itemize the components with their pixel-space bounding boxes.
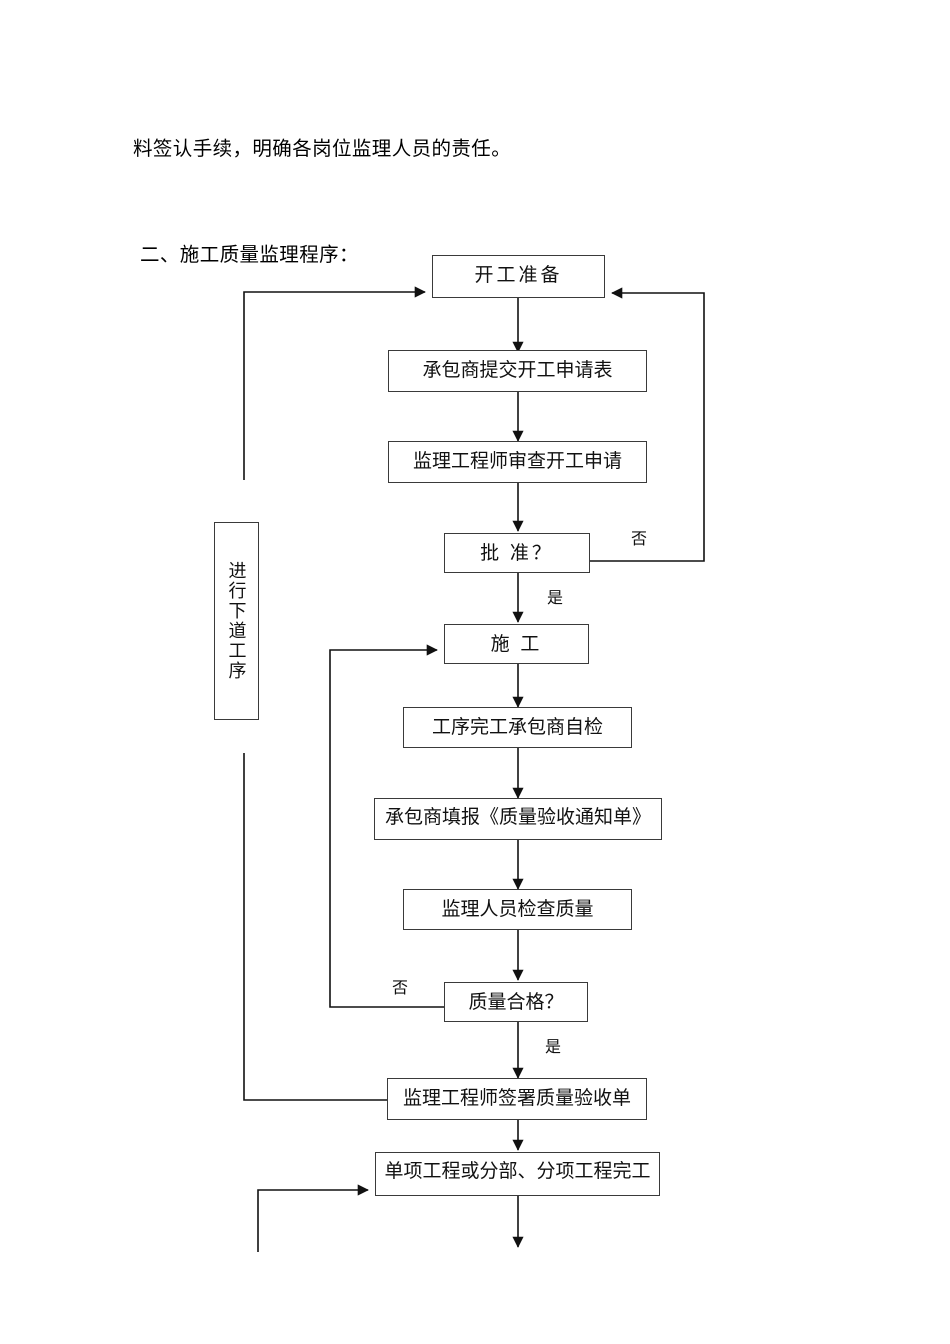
- edge-label-quality-no: 否: [392, 980, 409, 997]
- edge-label-quality-yes: 是: [545, 1039, 562, 1056]
- node-works-completed[interactable]: 单项工程或分部、分项工程完工: [375, 1152, 660, 1196]
- node-quality-notice[interactable]: 承包商填报《质量验收通知单》: [374, 798, 662, 840]
- node-review-application[interactable]: 监理工程师审查开工申请: [388, 441, 647, 483]
- node-contractor-selfcheck[interactable]: 工序完工承包商自检: [403, 707, 632, 748]
- node-next-process[interactable]: 进行下道工序: [214, 522, 259, 720]
- node-start-preparation[interactable]: 开工准备: [432, 255, 605, 298]
- node-approval-decision[interactable]: 批 准？: [444, 533, 590, 573]
- node-construction[interactable]: 施 工: [444, 624, 589, 664]
- node-sign-acceptance[interactable]: 监理工程师签署质量验收单: [387, 1078, 647, 1120]
- edge-label-approval-yes: 是: [547, 590, 564, 607]
- paragraph-material-signoff: 料签认手续，明确各岗位监理人员的责任。: [133, 137, 512, 160]
- node-submit-application[interactable]: 承包商提交开工申请表: [388, 350, 647, 392]
- edge-label-approval-no: 否: [631, 531, 648, 548]
- section-heading-construction-quality: 二、施工质量监理程序：: [140, 243, 359, 266]
- node-supervisor-inspect[interactable]: 监理人员检查质量: [403, 889, 632, 930]
- node-quality-decision[interactable]: 质量合格？: [444, 982, 588, 1022]
- node-next-process-label: 进行下道工序: [226, 561, 247, 681]
